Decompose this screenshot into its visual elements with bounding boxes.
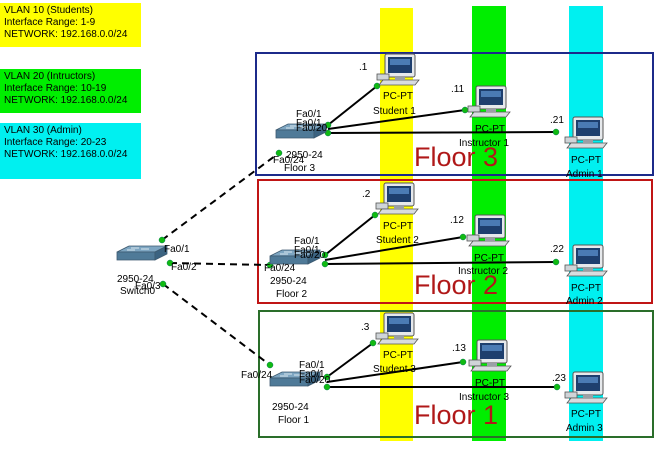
vlan10-title: VLAN 10 (Students) bbox=[4, 5, 93, 16]
vlan30-legend: VLAN 30 (Admin) Interface Range: 20-23 N… bbox=[0, 123, 141, 179]
pc-name: Admin 3 bbox=[566, 423, 603, 434]
floor2-switch-name: Floor 2 bbox=[276, 289, 308, 300]
pc-type: PC-PT bbox=[571, 409, 601, 420]
student1-address: .1 bbox=[359, 62, 368, 73]
floor2-frame bbox=[257, 179, 653, 304]
core-port-fa01: Fa0/1 bbox=[164, 244, 190, 255]
floor1-frame bbox=[258, 310, 654, 438]
pc-type: PC-PT bbox=[475, 378, 505, 389]
floor3-label: Floor 3 bbox=[414, 142, 498, 172]
vlan30-title: VLAN 30 (Admin) bbox=[4, 125, 82, 136]
pc-type: PC-PT bbox=[383, 221, 413, 232]
pc-admin-2[interactable]: PC-PT Admin 2 bbox=[564, 244, 608, 307]
pc-instructor-2[interactable]: PC-PT Instructor 2 bbox=[458, 214, 510, 277]
vlan30-network: NETWORK: 192.168.0.0/24 bbox=[4, 149, 128, 160]
vlan10-legend: VLAN 10 (Students) Interface Range: 1-9 … bbox=[0, 3, 141, 47]
floor1-port-student: Fa0/1 bbox=[299, 360, 325, 371]
switch-icon bbox=[116, 245, 168, 261]
floor3-switch[interactable]: 2950-24 Floor 3 bbox=[275, 123, 327, 174]
floor1-label: Floor 1 bbox=[414, 400, 498, 430]
instructor1-address: .11 bbox=[451, 84, 465, 95]
link-student1 bbox=[327, 85, 378, 126]
floor3-port-uplink: Fa0/24 bbox=[273, 155, 305, 166]
pc-student-3[interactable]: PC-PT Student 3 bbox=[373, 312, 419, 375]
floor1-port-instructor: Fa0/1 bbox=[299, 369, 325, 380]
vlan20-legend: VLAN 20 (Intructors) Interface Range: 10… bbox=[0, 69, 141, 113]
vlan20-network: NETWORK: 192.168.0.0/24 bbox=[4, 95, 128, 106]
pc-name: Student 1 bbox=[373, 106, 416, 117]
pc-type: PC-PT bbox=[383, 350, 413, 361]
pc-instructor-3[interactable]: PC-PT Instructor 3 bbox=[459, 339, 512, 403]
floor1-port-admin: Fa0/20 bbox=[299, 375, 331, 386]
vlan20-title: VLAN 20 (Intructors) bbox=[4, 71, 96, 82]
floor3-port-admin: Fa0/20 bbox=[296, 123, 328, 134]
pc-name: Admin 1 bbox=[566, 169, 603, 180]
floor1-port-uplink: Fa0/24 bbox=[241, 370, 273, 381]
core-switch-name: Switch0 bbox=[120, 286, 155, 297]
trunk-link-floor2 bbox=[169, 262, 271, 266]
pc-name: Instructor 2 bbox=[458, 266, 508, 277]
instructor2-address: .12 bbox=[450, 215, 464, 226]
vlan30-band bbox=[569, 6, 603, 441]
pc-type: PC-PT bbox=[474, 253, 504, 264]
admin3-address: .23 bbox=[552, 373, 566, 384]
pc-name: Student 3 bbox=[373, 364, 416, 375]
student3-address: .3 bbox=[361, 322, 370, 333]
link-admin1 bbox=[327, 131, 557, 134]
vlan20-range: Interface Range: 10-19 bbox=[4, 83, 107, 94]
core-port-fa02: Fa0/2 bbox=[171, 262, 197, 273]
pc-type: PC-PT bbox=[383, 91, 413, 102]
vlan10-network: NETWORK: 192.168.0.0/24 bbox=[4, 29, 128, 40]
floor1-switch-name: Floor 1 bbox=[278, 415, 310, 426]
pc-student-2[interactable]: PC-PT Student 2 bbox=[375, 182, 419, 246]
floor2-port-instructor: Fa0/1 bbox=[294, 245, 320, 256]
floor1-switch-model: 2950-24 bbox=[272, 402, 309, 413]
core-switch-model: 2950-24 bbox=[117, 274, 154, 285]
pc-type: PC-PT bbox=[475, 124, 505, 135]
pc-admin-3[interactable]: PC-PT Admin 3 bbox=[564, 371, 608, 434]
core-port-fa03: Fa0/3 bbox=[135, 281, 161, 292]
link-student2 bbox=[324, 214, 376, 256]
vlan30-range: Interface Range: 20-23 bbox=[4, 137, 107, 148]
pc-type: PC-PT bbox=[571, 283, 601, 294]
floor3-port-instructor: Fa0/1 bbox=[296, 118, 322, 129]
trunk-link-floor1 bbox=[162, 283, 271, 366]
core-switch[interactable]: 2950-24 Switch0 bbox=[116, 245, 168, 297]
floor2-port-student: Fa0/1 bbox=[294, 236, 320, 247]
link-admin2 bbox=[324, 261, 557, 265]
floor2-switch[interactable]: 2950-24 Floor 2 bbox=[269, 249, 321, 300]
link-instructor2 bbox=[324, 236, 464, 261]
student2-address: .2 bbox=[362, 189, 371, 200]
link-student3 bbox=[326, 342, 374, 378]
pc-name: Instructor 3 bbox=[459, 392, 509, 403]
floor1-switch[interactable]: 2950-24 Floor 1 bbox=[269, 371, 321, 426]
floor2-port-uplink: Fa0/24 bbox=[264, 263, 296, 274]
floor2-port-admin: Fa0/20 bbox=[294, 250, 326, 261]
pc-name: Student 2 bbox=[376, 235, 419, 246]
pc-student-1[interactable]: PC-PT Student 1 bbox=[373, 53, 420, 117]
link-instructor1 bbox=[327, 109, 466, 130]
admin2-address: .22 bbox=[550, 244, 564, 255]
link-instructor3 bbox=[326, 361, 464, 383]
floor3-switch-model: 2950-24 bbox=[286, 150, 323, 161]
admin1-address: .21 bbox=[550, 115, 564, 126]
floor3-switch-name: Floor 3 bbox=[284, 163, 316, 174]
pc-type: PC-PT bbox=[571, 155, 601, 166]
pc-name: Instructor 1 bbox=[459, 138, 509, 149]
instructor3-address: .13 bbox=[452, 343, 466, 354]
floor2-label: Floor 2 bbox=[414, 270, 498, 300]
pc-instructor-1[interactable]: PC-PT Instructor 1 bbox=[459, 85, 511, 149]
floor3-frame bbox=[255, 52, 654, 176]
vlan10-range: Interface Range: 1-9 bbox=[4, 17, 96, 28]
floor3-port-student: Fa0/1 bbox=[296, 109, 322, 120]
pc-name: Admin 2 bbox=[566, 296, 603, 307]
floor2-switch-model: 2950-24 bbox=[270, 276, 307, 287]
pc-admin-1[interactable]: PC-PT Admin 1 bbox=[564, 116, 608, 180]
trunk-link-floor3 bbox=[161, 152, 280, 241]
